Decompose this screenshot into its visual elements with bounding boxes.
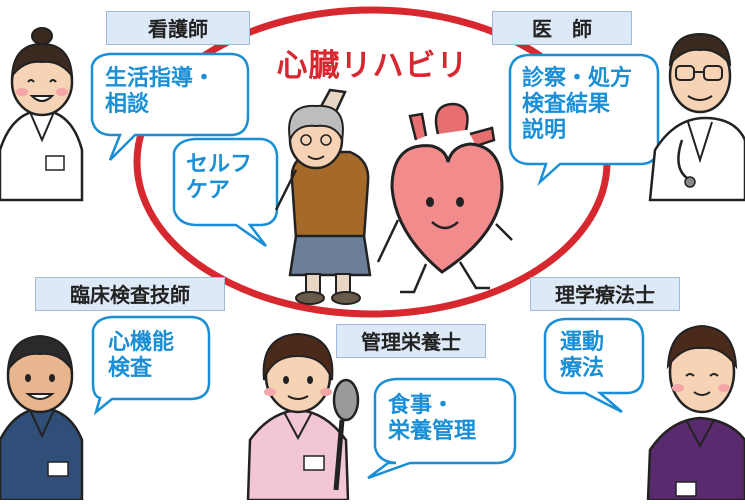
doctor-label: 医 師: [492, 11, 632, 45]
dietitian-speech-text: 食事・ 栄養管理: [388, 393, 477, 444]
dietitian-figure: [246, 332, 360, 502]
doctor-figure: [648, 32, 745, 202]
heart-mascot-figure: [376, 102, 513, 294]
patient-speech-text: セルフ ケア: [186, 152, 253, 203]
dietitian-label: 管理栄養士: [336, 324, 486, 358]
dietitian-speech-bubble: [367, 377, 517, 480]
diagram-title: 心臓リハビリ: [276, 48, 469, 84]
nurse-speech-bubble: [90, 52, 250, 161]
elderly-patient-figure: [274, 88, 372, 305]
lab-technician-figure: [0, 334, 84, 502]
lab-tech-speech-text: 心機能 検査: [108, 330, 175, 381]
nurse-figure: [0, 27, 84, 202]
doctor-speech-text: 診察・処方 検査結果 説明: [522, 66, 633, 143]
physical-therapist-figure: [646, 324, 745, 502]
patient-speech-bubble: [172, 137, 279, 248]
nurse-label: 看護師: [106, 11, 250, 45]
lab-tech-label: 臨床検査技師: [35, 277, 225, 311]
nurse-speech-text: 生活指導・ 相談: [105, 66, 216, 117]
therapist-speech-text: 運動 療法: [560, 330, 605, 381]
lab-tech-speech-bubble: [91, 315, 211, 416]
therapist-label: 理学療法士: [530, 277, 680, 311]
therapist-speech-bubble: [543, 317, 645, 414]
